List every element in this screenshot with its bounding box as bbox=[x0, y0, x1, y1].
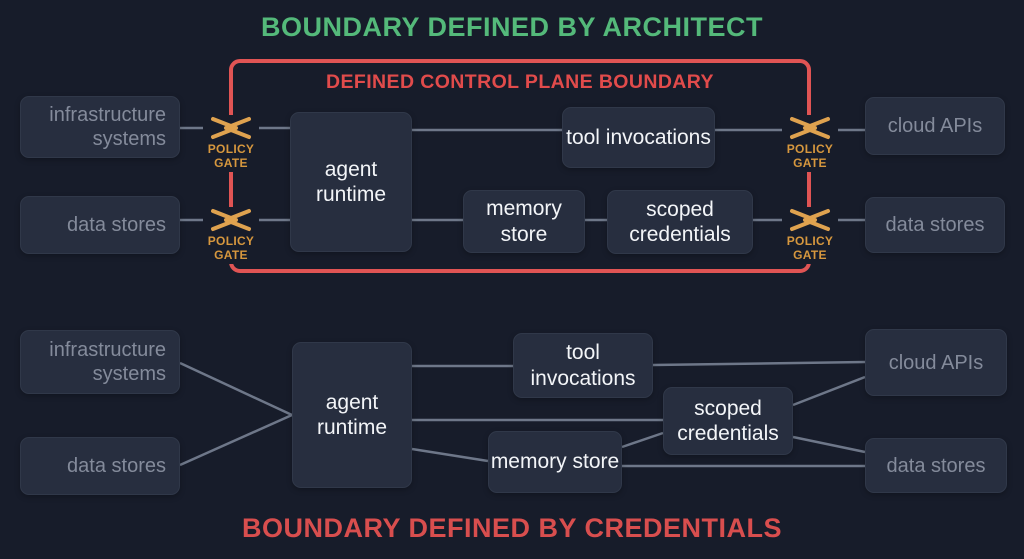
node-cloud-apis-bottom: cloud APIs bbox=[865, 329, 1007, 396]
node-label: infrastructure systems bbox=[49, 104, 166, 150]
node-scoped-credentials-top: scoped credentials bbox=[607, 190, 753, 254]
node-label: agent runtime bbox=[316, 390, 388, 439]
node-label: cloud APIs bbox=[887, 115, 983, 137]
policy-gate-icon bbox=[211, 117, 251, 139]
node-label: memory store bbox=[486, 197, 562, 246]
policy-gate-top-right-2: POLICY GATE bbox=[782, 207, 838, 264]
node-tool-invocations-bottom: tool invocations bbox=[513, 333, 653, 398]
node-label: data stores bbox=[67, 455, 166, 477]
node-agent-runtime-top: agent runtime bbox=[290, 112, 412, 252]
node-data-stores-left-bottom: data stores bbox=[20, 437, 180, 495]
policy-gate-label: POLICY GATE bbox=[207, 234, 255, 262]
node-label: tool invocations bbox=[530, 341, 636, 390]
node-cloud-apis-top: cloud APIs bbox=[865, 97, 1005, 155]
node-data-stores-right-bottom: data stores bbox=[865, 438, 1007, 493]
policy-gate-icon bbox=[790, 209, 830, 231]
node-label: infrastructure systems bbox=[49, 339, 166, 385]
node-memory-store-bottom: memory store bbox=[488, 431, 622, 493]
node-scoped-credentials-bottom: scoped credentials bbox=[663, 387, 793, 455]
node-label: agent runtime bbox=[315, 157, 387, 206]
node-tool-invocations-top: tool invocations bbox=[562, 107, 715, 168]
policy-gate-label: POLICY GATE bbox=[786, 234, 834, 262]
node-label: tool invocations bbox=[566, 125, 711, 149]
node-label: memory store bbox=[490, 450, 620, 474]
top-diagram-title: BOUNDARY DEFINED BY ARCHITECT bbox=[260, 12, 764, 42]
node-data-stores-right-top: data stores bbox=[865, 197, 1005, 253]
node-data-stores-left-top: data stores bbox=[20, 196, 180, 254]
policy-gate-icon bbox=[211, 209, 251, 231]
policy-gate-top-left-2: POLICY GATE bbox=[203, 207, 259, 264]
policy-gate-label: POLICY GATE bbox=[207, 142, 255, 170]
node-label: data stores bbox=[886, 454, 986, 477]
policy-gate-top-left-1: POLICY GATE bbox=[203, 115, 259, 172]
policy-gate-icon bbox=[790, 117, 830, 139]
node-infrastructure-systems-bottom: infrastructure systems bbox=[20, 330, 180, 394]
node-label: scoped credentials bbox=[629, 197, 731, 246]
node-infrastructure-systems-top: infrastructure systems bbox=[20, 96, 180, 158]
node-label: data stores bbox=[67, 214, 166, 236]
node-label: data stores bbox=[885, 214, 985, 236]
node-label: cloud APIs bbox=[888, 351, 984, 374]
node-label: scoped credentials bbox=[677, 396, 779, 445]
node-agent-runtime-bottom: agent runtime bbox=[292, 342, 412, 488]
policy-gate-label: POLICY GATE bbox=[786, 142, 834, 170]
control-plane-boundary-label: DEFINED CONTROL PLANE BOUNDARY bbox=[326, 71, 714, 93]
node-memory-store-top: memory store bbox=[463, 190, 585, 253]
bottom-diagram-title: BOUNDARY DEFINED BY CREDENTIALS bbox=[241, 513, 783, 543]
policy-gate-top-right-1: POLICY GATE bbox=[782, 115, 838, 172]
